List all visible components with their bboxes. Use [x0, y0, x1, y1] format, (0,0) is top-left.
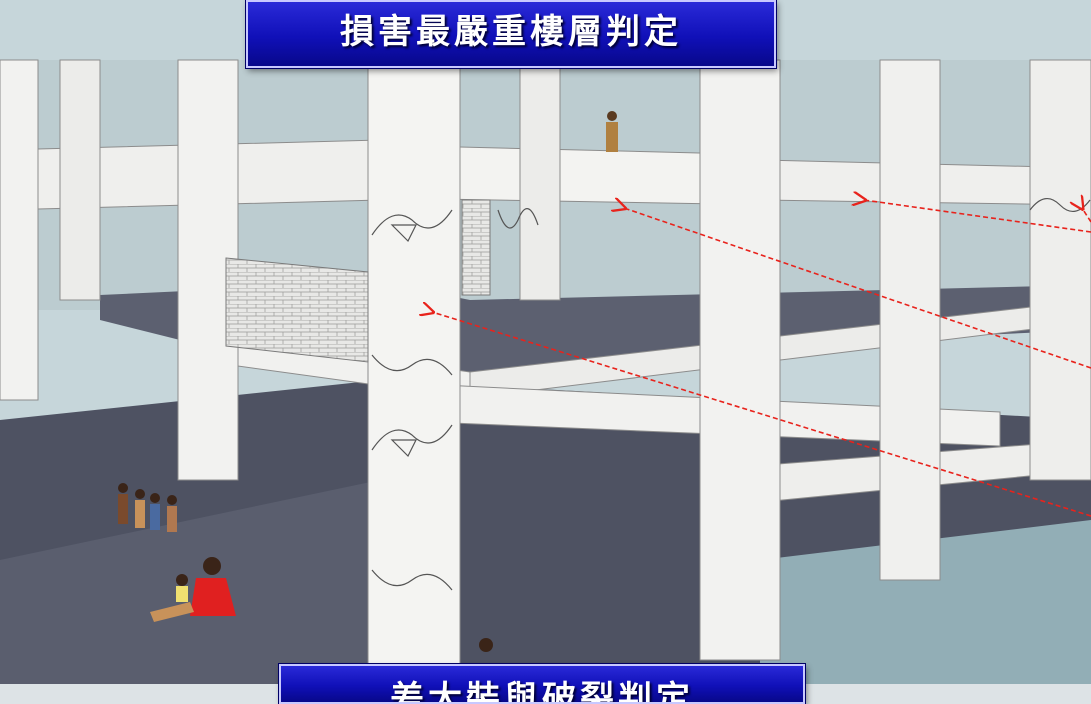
annotation-arrow-2	[864, 200, 1091, 233]
column-right	[699, 59, 781, 661]
brick-infill-wall	[225, 257, 369, 363]
annotation-arrow-1	[1082, 208, 1091, 223]
building-illustration	[0, 0, 1091, 684]
brick-infill-wall-back	[461, 199, 491, 296]
annotation-arrow-3	[624, 208, 1091, 369]
people-figures	[118, 111, 618, 652]
column-center-front	[367, 59, 461, 684]
column-center-back	[519, 59, 561, 301]
top-title-banner: 損害最嚴重樓層判定	[246, 0, 776, 68]
ground-floor-glass-right	[760, 520, 1091, 684]
column-edge-right	[1029, 59, 1091, 481]
column-left-back	[59, 59, 101, 301]
column-far-right	[879, 59, 941, 581]
ground-floor-slab-far	[0, 480, 380, 684]
column-far-left	[0, 59, 39, 401]
bottom-title-banner: 差大裝與破裂判定	[279, 664, 805, 704]
annotation-arrows	[432, 200, 1091, 517]
annotation-arrow-4	[432, 312, 1091, 517]
